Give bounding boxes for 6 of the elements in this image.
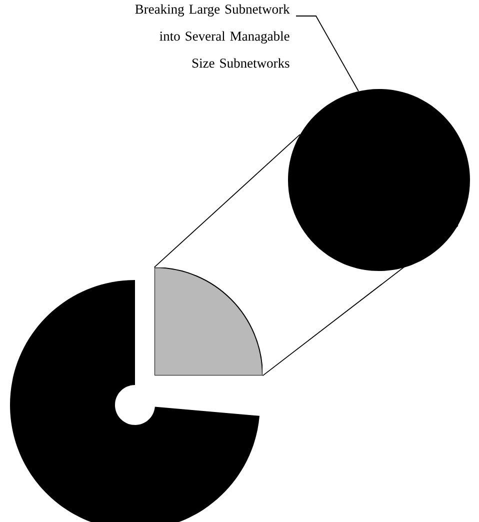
circle-drawing bbox=[288, 89, 470, 271]
zoom-line bbox=[262, 225, 458, 376]
leader-line bbox=[296, 16, 359, 92]
zoom-line bbox=[154, 134, 300, 268]
pie-slice bbox=[154, 268, 262, 376]
callout-text: Breaking Large Subnetwork into Several Managable Size Subnetworks bbox=[135, 4, 290, 68]
